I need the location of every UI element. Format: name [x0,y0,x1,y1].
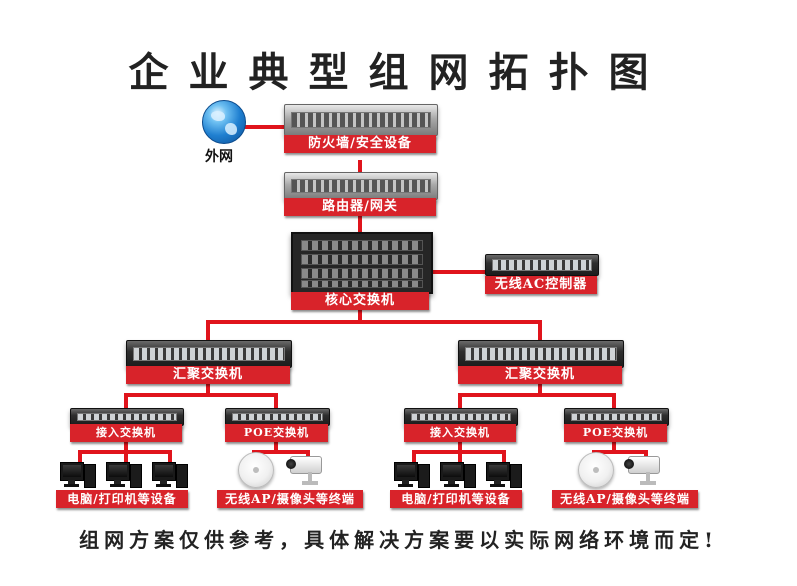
wireless-ap-icon [578,452,614,488]
aggregation-label: 汇聚交换机 [126,366,290,384]
poe-label: POE交换机 [564,424,667,442]
globe-icon [202,100,246,144]
firewall-label: 防火墙/安全设备 [284,135,436,153]
poe-label: POE交换机 [225,424,328,442]
camera-icon [622,454,666,486]
poe-switch-device [564,408,669,426]
aggregation-label: 汇聚交换机 [458,366,622,384]
router-device [284,172,438,200]
terminal-label: 无线AP/摄像头等终端 [217,490,363,508]
access-label: 接入交换机 [70,424,182,442]
ac-controller-device [485,254,599,276]
page-title: 企业典型组网拓扑图 [128,49,669,96]
link-access2-pcs [412,441,506,462]
link-core-aggregation [206,310,542,340]
core-label: 核心交换机 [291,292,429,310]
wireless-ap-icon [238,452,274,488]
access-label: 接入交换机 [404,424,516,442]
router-label: 路由器/网关 [284,198,436,216]
aggregation-switch-device [458,340,624,368]
footer-note: 组网方案仅供参考，具体解决方案要以实际网络环境而定! [79,528,718,552]
ac-label: 无线AC控制器 [485,276,597,294]
access-switch-device [70,408,184,426]
link-agg2-access [458,383,616,408]
link-agg1-access [124,383,278,408]
terminal-label: 无线AP/摄像头等终端 [552,490,698,508]
internet-label: 外网 [205,149,233,165]
firewall-device [284,104,438,136]
aggregation-switch-device [126,340,292,368]
core-switch-device [291,232,433,294]
link-access1-pcs [78,441,172,462]
pc-label: 电脑/打印机等设备 [390,490,522,508]
camera-icon [284,454,328,486]
pc-label: 电脑/打印机等设备 [56,490,188,508]
